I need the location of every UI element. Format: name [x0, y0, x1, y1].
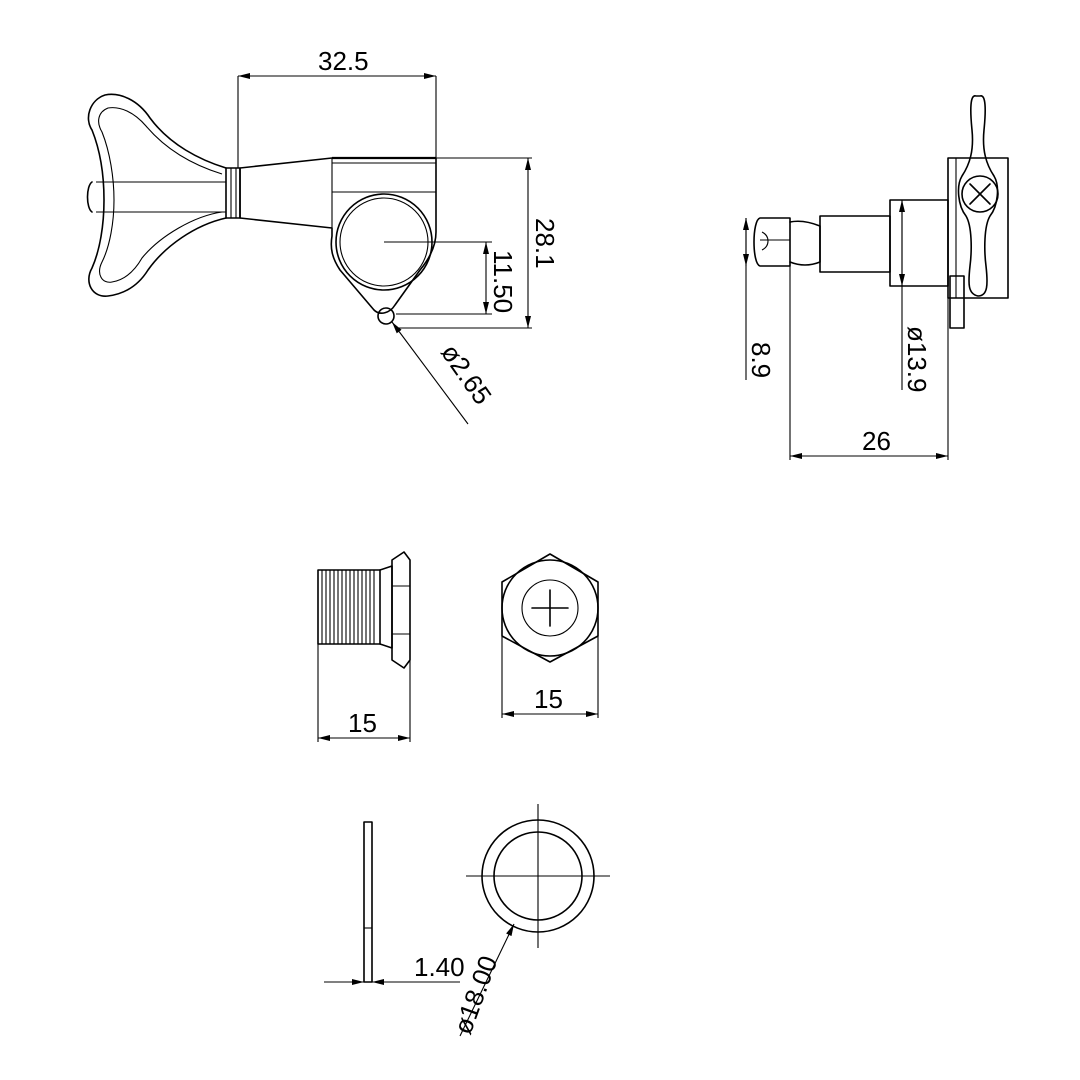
nut-hex: [501, 553, 599, 663]
dim-offset-11-50: 11.50: [488, 250, 518, 313]
dim-hole-2-65: ø2.65: [435, 338, 498, 410]
tuner-key-outline: [87, 93, 227, 297]
dim-washer-1-40: 1.40: [414, 952, 465, 982]
tuner-key-side: [957, 95, 999, 297]
tuner-front-view: 32.5 28.1 11.50 ø2.65: [86, 46, 560, 425]
screw-head: [961, 175, 999, 213]
washer-side-view: 1.40: [324, 821, 465, 985]
tuner-key-inner: [98, 107, 223, 283]
nut-side-view: 15: [317, 551, 411, 742]
tuner-housing: [239, 157, 437, 314]
tuner-collar: [225, 167, 241, 219]
dim-bushing-13-9: ø13.9: [902, 326, 932, 393]
dim-nut-side-15: 15: [348, 708, 377, 738]
washer-front-view: ø18.00: [447, 804, 610, 1038]
nut-hex-side: [391, 551, 411, 669]
dim-nut-front-15: 15: [534, 684, 563, 714]
nut-front-view: 15: [501, 553, 599, 718]
dim-length-26: 26: [862, 426, 891, 456]
post-head: [753, 217, 791, 267]
tuner-side-view: 8.9 ø13.9 26: [743, 95, 1009, 460]
dim-height-28-1: 28.1: [530, 218, 560, 269]
nut-thread: [317, 569, 381, 645]
dim-width-32-5: 32.5: [318, 46, 369, 76]
dim-post-8-9: 8.9: [746, 342, 776, 378]
post-shaft: [819, 215, 891, 273]
mount-plate: [947, 157, 1009, 299]
mounting-hole: [377, 307, 395, 325]
washer-edge: [363, 821, 373, 983]
bushing: [889, 199, 949, 287]
